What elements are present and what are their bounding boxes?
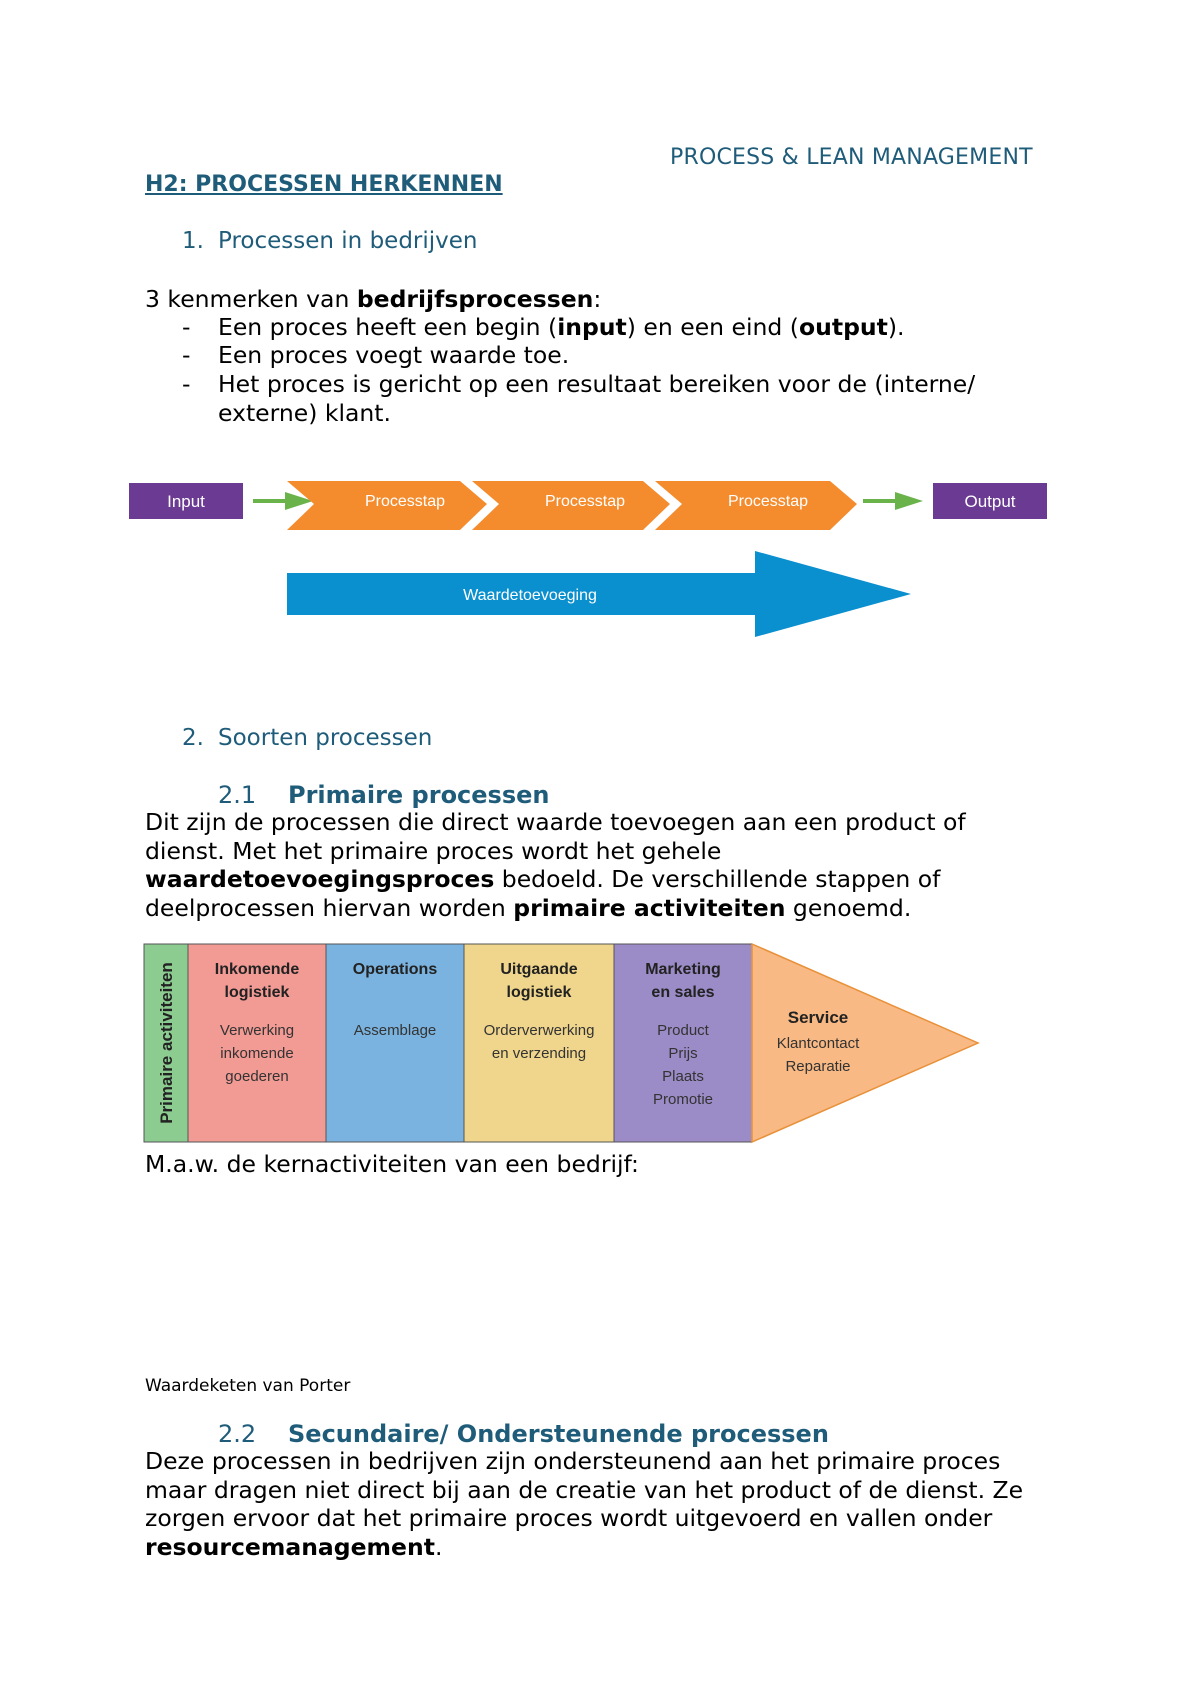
input-arrow [253, 492, 313, 510]
bullet-item: Het proces is gericht op een resultaat b… [218, 370, 976, 427]
bullet-dash: - [182, 341, 191, 369]
column-item: Plaats [662, 1068, 704, 1085]
kenmerken-intro: 3 kenmerken van bedrijfsprocessen: [145, 285, 601, 314]
intro-bold: bedrijfsprocessen [356, 285, 594, 313]
column-item: inkomende [220, 1045, 293, 1062]
service-arrow [751, 942, 980, 1144]
figure-caption: Waardeketen van Porter [145, 1376, 351, 1396]
course-header: PROCESS & LEAN MANAGEMENT [670, 145, 1033, 170]
subsection-2-1-title: Primaire processen [288, 781, 550, 809]
process-diagram: Input Processtap Processtap Processtap O… [129, 481, 1047, 637]
bullet-dash: - [182, 370, 191, 398]
column-title: Operations [353, 961, 438, 978]
section-1-number: 1. [182, 228, 204, 254]
process-step-label: Processtap [545, 493, 625, 510]
secondary-process-paragraph: Deze processen in bedrijven zijn onderst… [145, 1447, 1065, 1561]
intro-text: 3 kenmerken van [145, 285, 357, 313]
bullet-text: ). [887, 313, 905, 341]
column-title: Inkomende [215, 961, 300, 978]
bullet-text: ) en een eind ( [626, 313, 799, 341]
paragraph-text: Dit zijn de processen die direct waarde … [145, 808, 966, 865]
bullet-item: Een proces heeft een begin (input) en ee… [218, 313, 1038, 342]
chapter-title: H2: PROCESSEN HERKENNEN [145, 172, 503, 197]
column-operations [325, 943, 465, 1143]
value-chain-diagram: Primaire activiteiten Inkomende logistie… [143, 942, 980, 1144]
service-item: Klantcontact [777, 1035, 860, 1052]
paragraph-text: bedoeld. De verschillende stappen of dee… [145, 865, 941, 922]
paragraph-bold: resourcemanagement [145, 1532, 435, 1561]
bullet-dash: - [182, 313, 191, 341]
section-1-title: Processen in bedrijven [218, 228, 478, 254]
column-marketing-en-sales [613, 943, 753, 1143]
column-item: Orderverwerking [484, 1022, 595, 1039]
output-arrow [863, 492, 923, 510]
process-step-1 [287, 481, 487, 530]
value-add-label: Waardetoevoeging [463, 587, 597, 604]
service-item: Reparatie [785, 1058, 850, 1075]
bullet-text: Een proces heeft een begin ( [218, 313, 558, 341]
column-title: logistiek [225, 984, 290, 1001]
column-item: Product [657, 1022, 710, 1039]
bullet-bold: output [798, 313, 888, 341]
paragraph-bold: primaire activiteiten [513, 893, 786, 922]
section-2-title: Soorten processen [218, 725, 433, 751]
bullet-item: Een proces voegt waarde toe. [218, 341, 570, 369]
column-item: Promotie [653, 1091, 713, 1108]
column-inkomende-logistiek [187, 943, 327, 1143]
paragraph-text: . [434, 1532, 443, 1561]
subsection-2-2-title: Secundaire/ Ondersteunende processen [288, 1420, 829, 1448]
process-step-3 [655, 481, 857, 530]
input-box [129, 483, 243, 519]
output-label: Output [964, 492, 1015, 511]
column-title: logistiek [507, 984, 572, 1001]
column-item: goederen [225, 1068, 288, 1085]
process-step-label: Processtap [365, 493, 445, 510]
paragraph-bold: waardetoevoegingsproces [145, 865, 495, 893]
section-2-number: 2. [182, 725, 204, 751]
process-step-label: Processtap [728, 493, 808, 510]
column-item: Prijs [668, 1045, 697, 1062]
primary-activities-label: Primaire activiteiten [157, 962, 176, 1124]
intro-colon: : [593, 285, 602, 313]
column-uitgaande-logistiek [463, 943, 615, 1143]
kernactiviteiten-line: M.a.w. de kernactiviteiten van een bedri… [145, 1150, 639, 1178]
input-label: Input [167, 492, 205, 511]
column-item: Assemblage [354, 1022, 437, 1039]
column-item: en verzending [492, 1045, 586, 1062]
column-title: Marketing [645, 961, 721, 978]
output-box [933, 483, 1047, 519]
primary-process-paragraph: Dit zijn de processen die direct waarde … [145, 808, 1045, 922]
value-add-arrow [287, 551, 911, 637]
paragraph-text: genoemd. [785, 893, 912, 922]
subsection-2-1-number: 2.1 [218, 781, 257, 809]
process-step-2 [472, 481, 670, 530]
subsection-2-2-number: 2.2 [218, 1420, 257, 1448]
column-item: Verwerking [220, 1022, 294, 1039]
service-title: Service [788, 1008, 849, 1027]
paragraph-text: Deze processen in bedrijven zijn onderst… [145, 1447, 1024, 1532]
column-title: Uitgaande [500, 961, 577, 978]
primary-activities-bar [143, 943, 189, 1143]
bullet-bold: input [557, 313, 627, 341]
column-title: en sales [651, 984, 714, 1001]
